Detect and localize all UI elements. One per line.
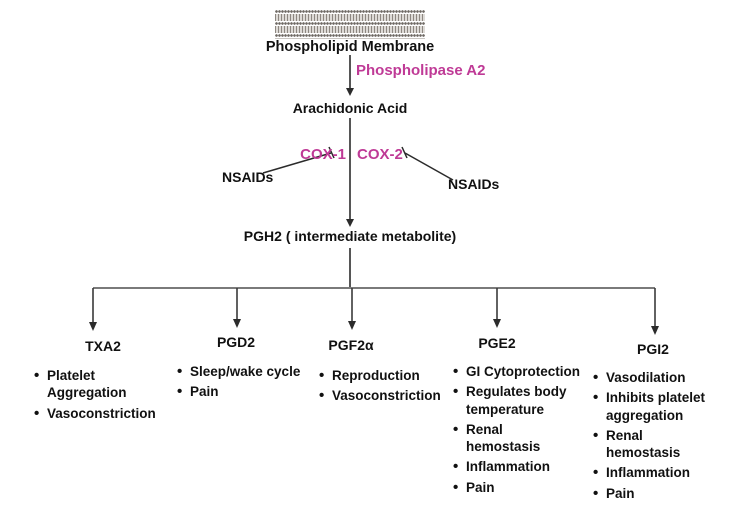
bilayer-tail-row-bottom	[275, 26, 425, 33]
list-item: Vasodilation	[593, 368, 720, 387]
cox2-label: COX-2	[357, 146, 403, 163]
pgf2a-effects-list: Reproduction Vasoconstriction	[318, 366, 444, 408]
list-item: Platelet Aggregation	[34, 366, 151, 402]
pgd2-label: PGD2	[216, 334, 256, 350]
arrowhead-to-pgh2	[346, 219, 354, 227]
txa2-label: TXA2	[85, 338, 121, 354]
list-item: Renal hemostasis	[593, 426, 720, 462]
pge2-label: PGE2	[478, 335, 516, 351]
cox1-label: COX-1	[300, 146, 346, 163]
pgh2-label: PGH2 ( intermediate metabolite)	[243, 228, 457, 244]
bilayer-tail-row-top	[275, 14, 425, 21]
list-item: GI Cytoprotection	[453, 362, 580, 381]
nsaids-left-label: NSAIDs	[222, 169, 274, 185]
list-item: Pain	[453, 478, 580, 497]
txa2-effects-list: Platelet Aggregation Vasoconstriction	[33, 366, 156, 425]
inhibition-tick-left	[328, 146, 335, 159]
nsaids-right-label: NSAIDs	[448, 176, 500, 192]
list-item: Inflammation	[593, 463, 720, 482]
enzyme-phospholipase-a2-label: Phospholipase A2	[356, 62, 486, 79]
pgd2-effects-list: Sleep/wake cycle Pain	[176, 362, 308, 404]
list-item: Vasoconstriction	[319, 386, 444, 405]
bilayer-head-row-bottom	[275, 33, 425, 38]
bilayer-head-row-top	[275, 9, 425, 14]
list-item: Reproduction	[319, 366, 444, 385]
bilayer-head-row-middle	[275, 21, 425, 26]
list-item: Inflammation	[453, 457, 580, 476]
phospholipid-bilayer-graphic	[275, 9, 425, 39]
pgi2-effects-list: Vasodilation Inhibits platelet aggregati…	[592, 368, 720, 505]
list-item: Inhibits platelet aggregation	[593, 388, 720, 424]
list-item: Regulates body temperature	[453, 382, 580, 418]
inhibition-tick-right	[401, 146, 408, 159]
list-item: Vasoconstriction	[34, 404, 156, 423]
membrane-label: Phospholipid Membrane	[265, 39, 435, 55]
list-item: Sleep/wake cycle	[177, 362, 308, 381]
list-item: Pain	[593, 484, 720, 503]
pge2-effects-list: GI Cytoprotection Regulates body tempera…	[452, 362, 580, 499]
list-item: Pain	[177, 382, 308, 401]
arrowhead-to-arachidonic	[346, 88, 354, 96]
list-item: Renal hemostasis	[453, 420, 580, 456]
arachidonic-acid-label: Arachidonic Acid	[292, 100, 408, 116]
pgf2a-label: PGF2α	[328, 337, 374, 353]
pgi2-label: PGI2	[637, 341, 669, 357]
